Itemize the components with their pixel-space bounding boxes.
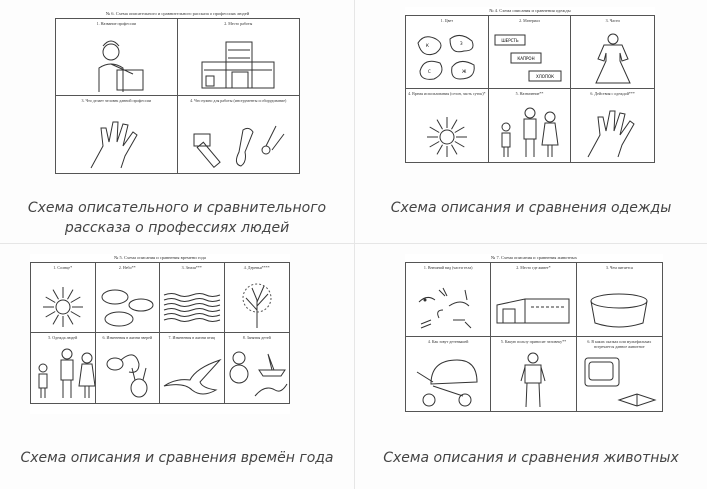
card-caption[interactable]: Схема описания и сравнения одежды: [390, 200, 672, 216]
scheme-cell-label: 2. Небо**: [118, 265, 136, 270]
scheme-cell-label: 8. Занятия детей: [242, 335, 271, 340]
scheme-cell-label: 3. Части: [605, 18, 620, 23]
scheme-cell: 2. Место где живет*: [491, 263, 577, 337]
scheme-cell-label: 6. В каких сказках или мультфильмах встр…: [587, 339, 652, 349]
scheme-cell-label: 4. Деревья****: [243, 265, 270, 270]
scheme-cell-label: 4. Время использования (сезон, часть сут…: [408, 91, 486, 96]
scheme-title: № 4. Схема описания и сравнения одежды: [489, 8, 571, 13]
scheme-cell-label: 2. Материал: [519, 18, 540, 23]
scheme-image[interactable]: № 7. Схема описания и сравнения животных…: [405, 254, 663, 416]
svg-text:ШЕРСТЬ: ШЕРСТЬ: [502, 38, 519, 43]
scheme-cell: 6. В каких сказках или мультфильмах встр…: [577, 337, 662, 411]
scheme-cell-label: 3. Что делает человек данной профессии: [81, 98, 151, 103]
scheme-cell: 4. Время использования (сезон, часть сут…: [406, 89, 489, 162]
svg-text:С: С: [428, 69, 431, 74]
scheme-cell: 2. Небо**: [95, 263, 160, 333]
card-clothing[interactable]: № 4. Схема описания и сравнения одежды 1…: [355, 0, 707, 243]
scheme-cell-label: 3. Чем питается: [605, 265, 633, 270]
scheme-cell: 5. Назначение**: [489, 89, 572, 162]
scheme-grid: 1. Название профессии 2. Место работы 3. Ч…: [55, 18, 300, 174]
svg-text:КАПРОН: КАПРОН: [518, 56, 535, 61]
scheme-grid: 1. Солнце* 2. Небо** 3. Земля*** 4. Деревья…: [30, 262, 290, 404]
scheme-cell: 7. Изменения в жизни птиц: [160, 333, 225, 403]
scheme-cell-label: 2. Место где живет*: [516, 265, 551, 270]
scheme-cell-label: 1. Цвет: [440, 18, 453, 23]
scheme-cell: 1. Название профессии: [56, 19, 178, 96]
scheme-cell-label: 7. Изменения в жизни птиц: [168, 335, 216, 340]
card-seasons[interactable]: № 5. Схема описания и сравнения времени …: [0, 244, 354, 489]
scheme-cell-label: 5. Какую пользу приносит человеку**: [500, 339, 567, 344]
scheme-cell-label: 3. Земля***: [181, 265, 202, 270]
card-caption[interactable]: Схема описания и сравнения животных: [383, 450, 679, 466]
scheme-cell-label: 5. Назначение**: [515, 91, 544, 96]
scheme-cell-label: 1. Название профессии: [96, 21, 136, 26]
scheme-cell: 5. Какую пользу приносит человеку**: [491, 337, 577, 411]
scheme-cell-label: 6. Действия с одеждой***: [590, 91, 635, 96]
scheme-cell-label: 4. Как зовут детенышей: [427, 339, 469, 344]
scheme-image[interactable]: № 4. Схема описания и сравнения одежды 1…: [405, 7, 655, 163]
card-caption[interactable]: Схема описательного и сравнительного рас…: [27, 200, 327, 236]
grid-divider-horizontal: [0, 243, 707, 244]
scheme-cell: 3. Части: [571, 16, 654, 89]
scheme-cell: 8. Занятия детей: [225, 333, 290, 403]
scheme-image[interactable]: № 5. Схема описания и сравнения времени …: [30, 254, 290, 414]
grid-divider-vertical: [354, 0, 355, 489]
scheme-cell-label: 1. Внешний вид (части тела): [423, 265, 473, 270]
scheme-cell: 4. Как зовут детенышей: [406, 337, 492, 411]
scheme-title: № 7. Схема описания и сравнения животных: [491, 255, 577, 260]
scheme-cell: 3. Что делает человек данной профессии: [56, 96, 178, 173]
scheme-cell: 3. Чем питается: [576, 263, 662, 337]
scheme-cell: 4. Деревья****: [224, 263, 289, 333]
scheme-cell: 1. Внешний вид (части тела): [406, 263, 492, 337]
scheme-title: № 6. Схема описательного и сравнительног…: [105, 11, 250, 16]
scheme-cell: 3. Земля***: [160, 263, 225, 333]
card-caption[interactable]: Схема описания и сравнения времён года: [20, 450, 334, 466]
svg-text:З: З: [460, 41, 463, 46]
scheme-cell-label: 5. Одежда людей: [48, 335, 78, 340]
scheme-cell: 5. Одежда людей: [31, 333, 96, 403]
scheme-cell: 4. Что нужно для работы (инструменты и о…: [178, 96, 300, 173]
scheme-cell: 2. Место работы: [177, 19, 299, 96]
scheme-cell-label: 6. Изменения в жизни зверей: [102, 335, 153, 340]
svg-text:Ж: Ж: [462, 69, 467, 74]
svg-text:ХЛОПОК: ХЛОПОК: [537, 74, 555, 79]
card-animals[interactable]: № 7. Схема описания и сравнения животных…: [355, 244, 707, 489]
scheme-cell: 6. Действия с одеждой***: [571, 89, 654, 162]
scheme-cell-label: 4. Что нужно для работы (инструменты и о…: [190, 98, 287, 103]
scheme-image[interactable]: № 6. Схема описательного и сравнительног…: [55, 10, 300, 174]
scheme-cell-label: 1. Солнце*: [53, 265, 73, 270]
scheme-cell-label: 2. Место работы: [224, 21, 253, 26]
svg-text:К: К: [426, 43, 429, 48]
scheme-grid: 1. Внешний вид (части тела) 2. Место где …: [405, 262, 663, 412]
scheme-cell: 1. Солнце*: [31, 263, 96, 333]
scheme-title: № 5. Схема описания и сравнения времени …: [114, 255, 206, 260]
card-professions[interactable]: № 6. Схема описательного и сравнительног…: [0, 0, 354, 243]
scheme-cell: 6. Изменения в жизни зверей: [96, 333, 160, 403]
